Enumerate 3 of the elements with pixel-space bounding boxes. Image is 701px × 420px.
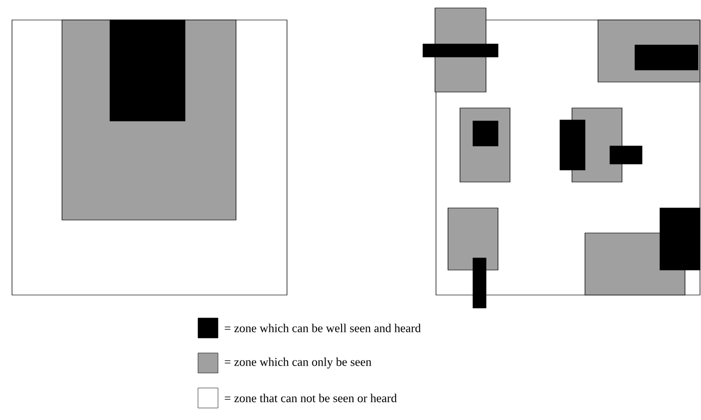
legend-label: = zone that can not be seen or heard bbox=[224, 394, 397, 402]
legend-label: = zone which can be well seen and heard bbox=[224, 324, 421, 332]
legend-label: = zone which can only be seen bbox=[224, 358, 372, 368]
